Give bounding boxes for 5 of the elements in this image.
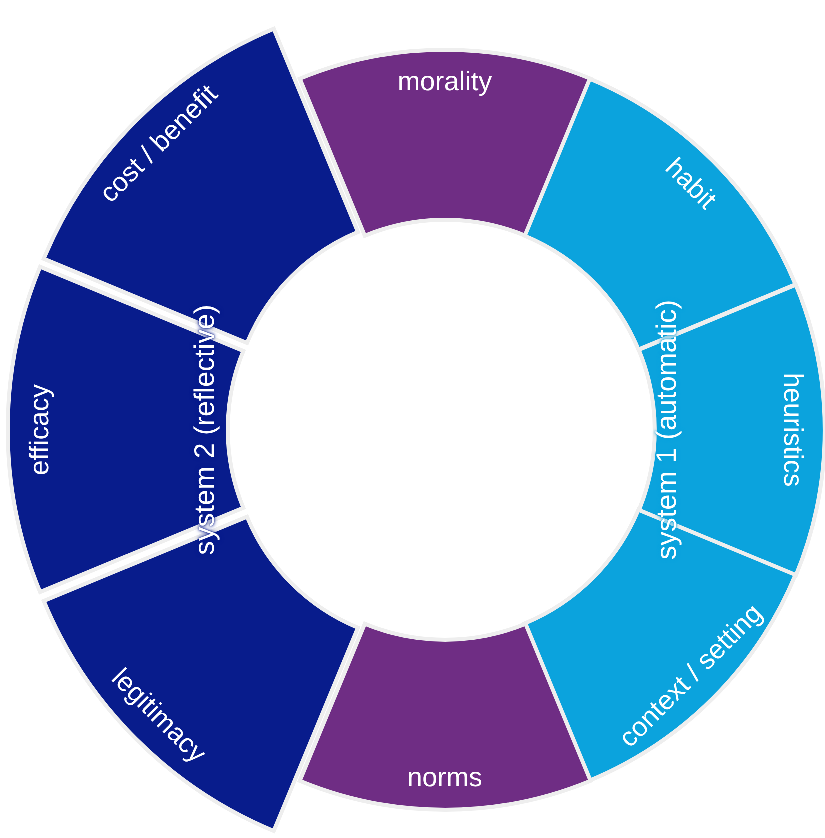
segment-label: norms — [407, 764, 482, 792]
segment-label: morality — [398, 68, 492, 96]
ring-label: system 1 (automatic) — [653, 300, 681, 560]
segment-label: heuristics — [779, 372, 806, 487]
segment-label: efficacy — [26, 384, 54, 476]
